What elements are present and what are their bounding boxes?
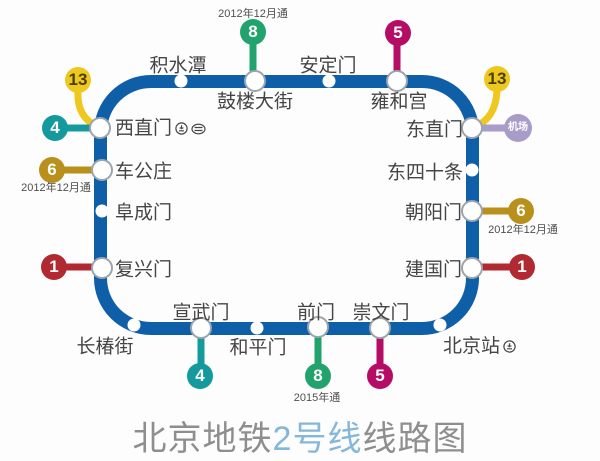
station-label-beijingzhan-text: 北京站	[443, 336, 501, 357]
station-label-xizhimen-text: 西直门	[115, 118, 173, 139]
title-line-number: 2号线	[272, 420, 363, 458]
note-chaoyangmen-opening: 2012年12月通	[488, 224, 558, 236]
badge-line1-left: 1	[41, 254, 67, 280]
line1-connector-right	[472, 263, 522, 271]
line8-connector-top	[249, 32, 257, 81]
railway-station-icon	[503, 337, 516, 359]
station-label-beijingzhan: 北京站	[443, 331, 516, 359]
suburban-railway-icon	[191, 119, 206, 141]
badge-line8-bottom: 8	[305, 363, 331, 389]
badge-airport-express: 机场	[504, 114, 532, 142]
station-dot-jianguomen	[461, 257, 483, 279]
station-label-andingmen: 安定门	[299, 55, 357, 77]
station-dot-fuxingmen	[91, 257, 113, 279]
station-label-changchunjie: 长椿街	[76, 336, 134, 358]
badge-line5-top: 5	[385, 20, 411, 46]
badge-line4-bottom: 4	[187, 363, 213, 389]
station-dot-chongwenmen	[369, 317, 391, 339]
station-label-chongwenmen: 崇文门	[352, 302, 410, 324]
station-label-hepingmen: 和平门	[229, 337, 287, 359]
station-label-xizhimen: 西直门	[115, 113, 206, 141]
badge-line13-left: 13	[65, 67, 91, 93]
map-title: 北京地铁2号线线路图	[133, 411, 468, 460]
station-label-jishuitan: 积水潭	[149, 55, 207, 77]
line8-connector-bottom	[314, 327, 322, 376]
station-dot-fuchengmen	[95, 204, 109, 218]
line1-connector-left	[54, 263, 102, 271]
station-label-chaoyangmen: 朝阳门	[404, 202, 462, 224]
station-label-fuxingmen: 复兴门	[115, 259, 173, 281]
station-label-guloudajie: 鼓楼大街	[216, 91, 294, 113]
station-label-dongsishitiao: 东四十条	[386, 162, 463, 184]
line6-connector-right	[472, 207, 521, 215]
line4-connector-left	[55, 124, 100, 132]
badge-line13-right: 13	[484, 66, 510, 92]
line5-connector-bottom	[376, 328, 384, 376]
station-label-qianmen: 前门	[296, 302, 336, 324]
station-dot-beijingzhan	[433, 318, 447, 332]
station-dot-andingmen	[322, 74, 336, 88]
station-dot-chaoyangmen	[461, 200, 483, 222]
note-qianmen-opening: 2015年通	[293, 392, 341, 404]
note-guloudajie-opening: 2012年12月通	[218, 8, 288, 20]
note-chegongzhuang-opening: 2012年12月通	[21, 182, 91, 194]
station-dot-guloudajie	[244, 70, 266, 92]
station-dot-changchunjie	[127, 318, 141, 332]
station-dot-dongsishitiao	[465, 163, 479, 177]
station-label-dongzhimen: 东直门	[405, 119, 463, 141]
station-label-jianguomen: 建国门	[404, 259, 462, 281]
badge-line4-left: 4	[42, 115, 68, 141]
station-dot-jishuitan	[174, 74, 188, 88]
badge-line1-right: 1	[509, 254, 535, 280]
station-dot-qianmen	[307, 316, 329, 338]
station-dot-yonghegong	[386, 70, 408, 92]
title-suffix: 线路图	[362, 420, 468, 458]
station-label-fuchengmen: 阜成门	[115, 202, 173, 224]
station-dot-chegongzhuang	[91, 159, 113, 181]
station-dot-xizhimen	[89, 117, 111, 139]
badge-line8-top: 8	[240, 19, 266, 45]
line6-connector-left	[52, 166, 102, 174]
station-dot-hepingmen	[250, 321, 264, 335]
station-label-yonghegong: 雍和宫	[370, 91, 428, 113]
airport-express-connector	[472, 124, 518, 132]
line5-connector-top	[393, 33, 401, 81]
station-label-chegongzhuang: 车公庄	[115, 161, 173, 183]
station-dot-dongzhimen	[461, 117, 483, 139]
badge-line6-left: 6	[39, 157, 65, 183]
badge-line6-right: 6	[508, 198, 534, 224]
station-dot-xuanwumen	[190, 317, 212, 339]
badge-line5-bottom: 5	[367, 363, 393, 389]
line4-connector-bottom	[197, 328, 205, 376]
station-label-xuanwumen: 宣武门	[172, 302, 230, 324]
railway-station-icon	[175, 119, 188, 141]
title-prefix: 北京地铁	[132, 420, 273, 458]
